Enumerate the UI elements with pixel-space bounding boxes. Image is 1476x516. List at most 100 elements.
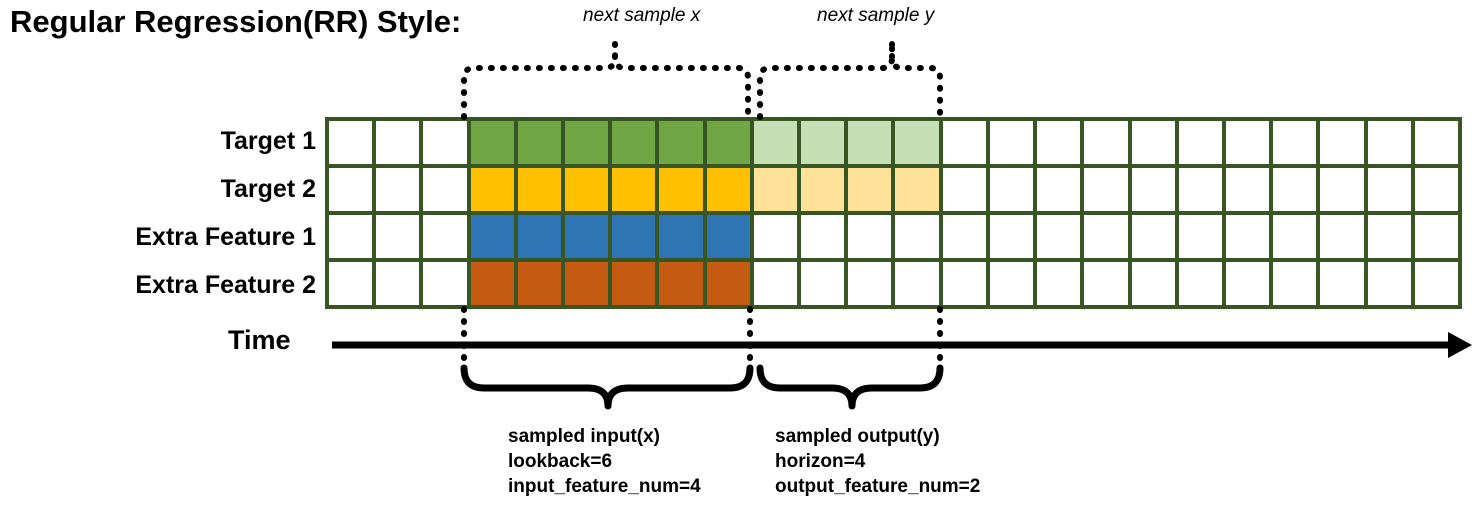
grid-cell	[423, 215, 467, 258]
grid-cell	[1178, 121, 1222, 164]
grid-cell	[989, 262, 1034, 305]
grid-cell	[1225, 215, 1270, 258]
grid-cell	[1414, 121, 1458, 164]
grid-cell	[753, 168, 798, 211]
annotation-next-sample-y: next sample y	[817, 5, 935, 26]
brace-sampled-output	[756, 364, 944, 410]
grid-cell	[1037, 215, 1081, 258]
time-axis-arrowhead	[1448, 332, 1472, 358]
grid-cell	[895, 121, 939, 164]
caption-input-line-1: sampled input(x)	[508, 426, 661, 447]
grid-cell	[1414, 262, 1458, 305]
grid-cell	[517, 168, 562, 211]
grid-cell	[1178, 215, 1222, 258]
grid-cell	[1367, 215, 1411, 258]
grid-cell	[1084, 121, 1128, 164]
grid-cell	[423, 168, 467, 211]
grid-cell	[1131, 121, 1175, 164]
grid-cell	[989, 215, 1034, 258]
grid-cell	[1320, 121, 1364, 164]
grid-cell	[659, 168, 703, 211]
grid-cell	[659, 215, 703, 258]
row-label-target-1: Target 1	[220, 127, 316, 155]
grid-cell	[942, 121, 986, 164]
timeseries-grid	[325, 117, 1462, 309]
grid-cell	[848, 168, 892, 211]
grid-cell	[895, 262, 939, 305]
grid-cell	[706, 168, 750, 211]
grid-cell	[942, 168, 986, 211]
grid-cell	[329, 262, 373, 305]
grid-cell	[1320, 262, 1364, 305]
grid-cell	[942, 262, 986, 305]
grid-cell	[1131, 262, 1175, 305]
grid-cell	[659, 262, 703, 305]
grid-cell	[848, 215, 892, 258]
grid-cell	[1131, 215, 1175, 258]
grid-cell	[753, 121, 798, 164]
grid-cell	[1414, 215, 1458, 258]
grid-cell	[565, 262, 609, 305]
grid-cell	[1414, 168, 1458, 211]
grid-cell	[1084, 262, 1128, 305]
grid-cell	[1320, 215, 1364, 258]
grid-cell	[470, 121, 514, 164]
grid-cell	[612, 262, 656, 305]
grid-cell	[659, 121, 703, 164]
dotted-brace-next-sample-x	[461, 41, 751, 120]
time-axis-label: Time	[228, 325, 291, 355]
grid-cell	[895, 215, 939, 258]
grid-cell	[1367, 262, 1411, 305]
caption-input-line-2: lookback=6	[508, 451, 613, 472]
grid-cell	[989, 168, 1034, 211]
grid-cell	[753, 215, 798, 258]
grid-cell	[848, 121, 892, 164]
grid-cell	[801, 168, 845, 211]
caption-output-line-3: output_feature_num=2	[775, 476, 981, 497]
grid-cell	[1225, 121, 1270, 164]
grid-cell	[517, 215, 562, 258]
grid-cell	[329, 121, 373, 164]
grid-cell	[517, 262, 562, 305]
grid-cell	[1273, 215, 1317, 258]
grid-cell	[706, 262, 750, 305]
annotation-next-sample-x: next sample x	[583, 5, 701, 26]
grid-cell	[376, 262, 420, 305]
grid-cell	[423, 262, 467, 305]
grid-cell	[329, 215, 373, 258]
grid-cell	[376, 121, 420, 164]
grid-cell	[517, 121, 562, 164]
grid-cell	[1037, 121, 1081, 164]
grid-cell	[1367, 168, 1411, 211]
grid-cell	[423, 121, 467, 164]
grid-cell	[1367, 121, 1411, 164]
grid-cell	[801, 121, 845, 164]
grid-cell	[989, 121, 1034, 164]
grid-cell	[1084, 215, 1128, 258]
grid-cell	[1178, 262, 1222, 305]
caption-input-line-3: input_feature_num=4	[508, 476, 701, 497]
page-title: Regular Regression(RR) Style:	[10, 4, 462, 39]
grid-cell	[1273, 168, 1317, 211]
grid-cell	[565, 215, 609, 258]
grid-cell	[1225, 168, 1270, 211]
row-label-target-2: Target 2	[220, 175, 316, 203]
brace-sampled-input	[460, 364, 754, 410]
grid-cell	[801, 215, 845, 258]
grid-cell	[1037, 168, 1081, 211]
caption-sampled-input: sampled input(x) lookback=6 input_featur…	[508, 424, 701, 499]
caption-output-line-1: sampled output(y)	[775, 426, 940, 447]
grid-cell	[753, 262, 798, 305]
grid-cell	[1037, 262, 1081, 305]
grid-cell	[1273, 121, 1317, 164]
grid-cell	[706, 121, 750, 164]
dotted-brace-next-sample-y	[757, 41, 943, 120]
grid-cell	[1273, 262, 1317, 305]
grid-cell	[612, 168, 656, 211]
grid-cell	[376, 215, 420, 258]
grid-cell	[1178, 168, 1222, 211]
grid-cell	[470, 262, 514, 305]
grid-cell	[895, 168, 939, 211]
grid-cell	[612, 215, 656, 258]
